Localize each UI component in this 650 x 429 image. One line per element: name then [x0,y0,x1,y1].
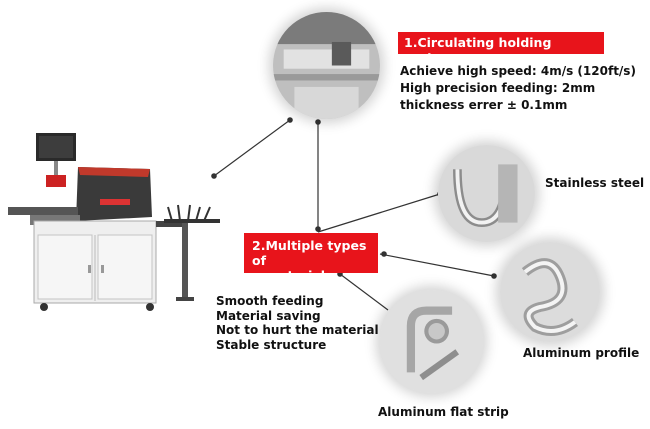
spec-line: High precision feeding: 2mm [400,81,596,95]
materials-heading-line2: materials [266,268,333,283]
connector-dot [315,119,321,125]
bending-machine-image [8,133,220,311]
benefit-line: Smooth feeding [216,294,324,308]
connector-dot [491,273,497,279]
holding-system-specs: Achieve high speed: 4m/s (120ft/s) High … [400,63,636,114]
connector-line [379,253,495,277]
spec-line: Achieve high speed: 4m/s (120ft/s) [400,64,636,78]
connector-dot [381,251,387,257]
connector-line [317,193,441,233]
holding-system-photo [273,12,380,119]
materials-benefits: Smooth feeding Material saving Not to hu… [216,294,379,352]
benefit-line: Material saving [216,308,321,323]
connector-dot [315,226,321,232]
benefit-line: Not to hurt the material [216,323,379,337]
spec-line: thickness errer ± 0.1mm [400,98,568,112]
benefit-line: Stable structure [216,337,327,352]
connector-dot [287,117,293,123]
holding-system-heading: 1.Circulating holding system [398,32,604,65]
stainless-steel-label: Stainless steel [545,176,645,190]
stainless-steel-photo [438,145,535,242]
materials-heading-line1: 2.Multiple types of [252,238,367,268]
aluminum-profile-photo [500,242,600,342]
materials-heading: 2.Multiple types of materials [244,233,378,283]
aluminum-flat-strip-label: Aluminum flat strip [378,405,509,419]
aluminum-flat-strip-photo [380,290,483,393]
aluminum-profile-label: Aluminum profile [523,346,640,360]
